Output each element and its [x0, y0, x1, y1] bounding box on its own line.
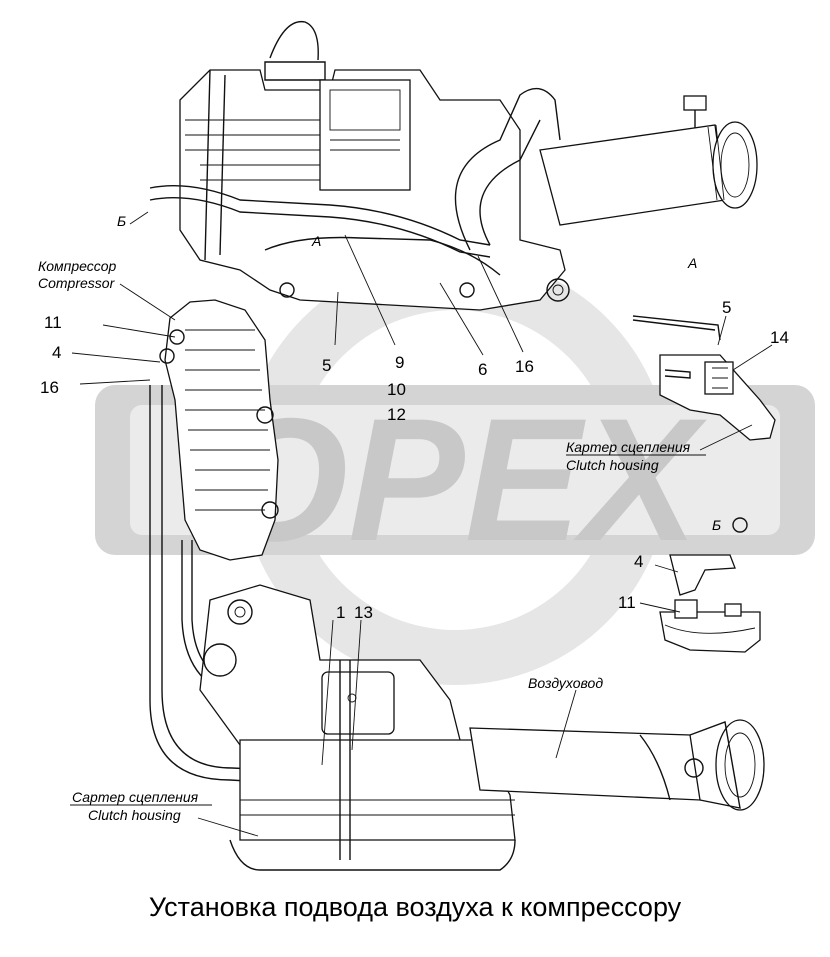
label-clutch-housing-en-left: Clutch housing — [88, 807, 181, 823]
detail-b — [659, 517, 761, 653]
callout-10: 10 — [387, 380, 406, 399]
label-air-duct: Воздуховод — [528, 675, 603, 691]
label-compressor-en: Compressor — [38, 275, 116, 291]
callout-9-top: 9 — [395, 353, 404, 372]
page-title: Установка подвода воздуха к компрессору — [148, 892, 682, 922]
callout-5-top: 5 — [322, 356, 331, 375]
label-clutch-housing-ru-left: Сартер сцепления — [72, 789, 199, 805]
label-view-b-right: Б — [712, 517, 721, 533]
label-view-a: А — [687, 255, 697, 271]
callout-1-bottom: 1 — [336, 603, 345, 622]
labels: Компрессор Compressor Картер сцепления C… — [38, 213, 721, 823]
watermark-text: OPEX — [212, 383, 708, 578]
callout-4-detail-b: 4 — [634, 552, 643, 571]
callout-5-right: 5 — [722, 298, 731, 317]
callout-13-bottom: 13 — [354, 603, 373, 622]
label-view-a-marker: А — [311, 233, 321, 249]
leader-lines — [71, 211, 773, 837]
callout-12: 12 — [387, 405, 406, 424]
callout-14-right: 14 — [770, 328, 789, 347]
callout-11-left: 11 — [44, 313, 62, 332]
label-compressor-ru: Компрессор — [38, 258, 117, 274]
label-view-b-top: Б — [117, 213, 126, 229]
label-clutch-housing-ru-right: Картер сцепления — [566, 439, 691, 455]
callout-16-top: 16 — [515, 357, 534, 376]
callout-11-detail-b: 11 — [618, 593, 636, 612]
caption-underlines — [70, 454, 706, 806]
callouts: 5 9 6 16 10 12 11 4 16 5 14 4 11 1 13 — [40, 298, 789, 622]
callout-6-top: 6 — [478, 360, 487, 379]
detail-a — [632, 315, 776, 441]
callout-4-left: 4 — [52, 343, 61, 362]
engine-top-view — [149, 20, 758, 311]
label-clutch-housing-en-right: Clutch housing — [566, 457, 659, 473]
callout-16-left: 16 — [40, 378, 59, 397]
